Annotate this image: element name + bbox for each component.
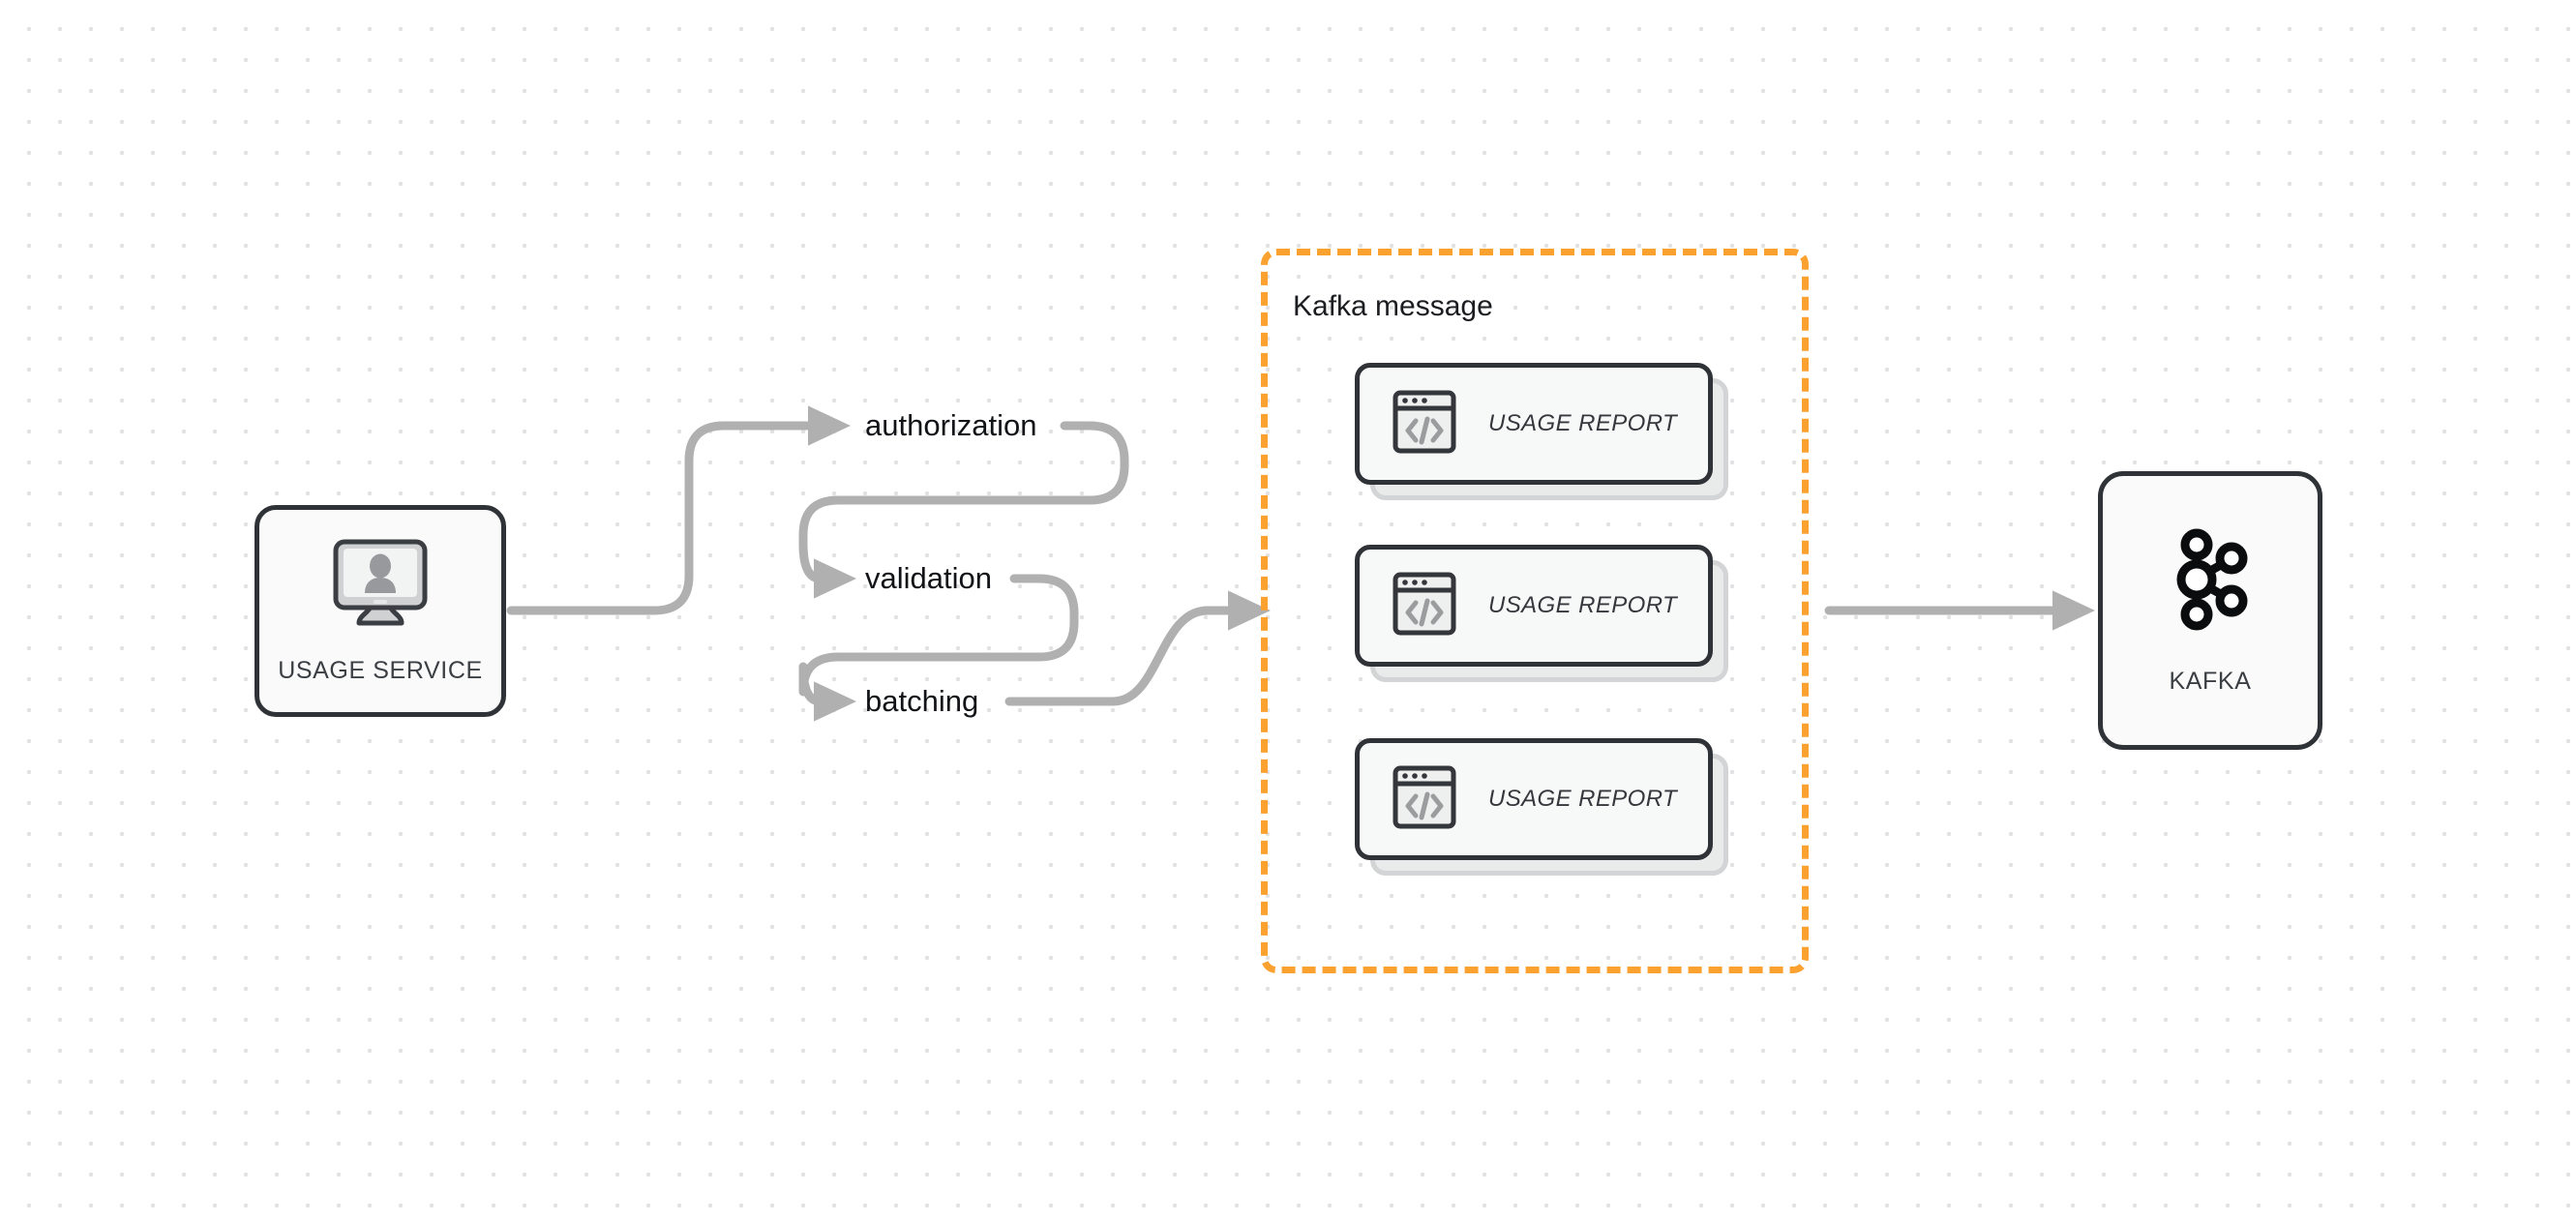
- usage-report-card[interactable]: USAGE REPORT: [1355, 545, 1728, 682]
- step-label-batching[interactable]: batching: [865, 684, 979, 718]
- code-window-icon: [1393, 765, 1456, 834]
- code-window-icon: [1393, 390, 1456, 459]
- node-kafka[interactable]: KAFKA: [2098, 471, 2322, 750]
- connector-validation-to-batching: [798, 574, 1079, 722]
- connector-usage-service-to-authorization: [506, 405, 851, 615]
- usage-report-card-label: USAGE REPORT: [1488, 592, 1678, 618]
- kafka-message-title: Kafka message: [1293, 290, 1493, 322]
- node-usage-service[interactable]: USAGE SERVICE: [255, 505, 506, 717]
- connector-authorization-to-validation: [798, 421, 1129, 599]
- usage-report-card-label: USAGE REPORT: [1488, 410, 1678, 436]
- kafka-logo-icon: [2162, 525, 2259, 639]
- card-front[interactable]: USAGE REPORT: [1355, 545, 1713, 667]
- step-label-validation[interactable]: validation: [865, 561, 992, 595]
- card-front[interactable]: USAGE REPORT: [1355, 738, 1713, 860]
- usage-report-card[interactable]: USAGE REPORT: [1355, 363, 1728, 500]
- usage-report-card[interactable]: USAGE REPORT: [1355, 738, 1728, 876]
- kafka-message-group[interactable]: [1261, 249, 1809, 973]
- connector-batching-to-kafka-message: [1004, 590, 1271, 706]
- card-front[interactable]: USAGE REPORT: [1355, 363, 1713, 485]
- usage-report-card-label: USAGE REPORT: [1488, 786, 1678, 812]
- node-kafka-label: KAFKA: [2169, 668, 2252, 695]
- step-label-authorization[interactable]: authorization: [865, 408, 1037, 442]
- code-window-icon: [1393, 572, 1456, 640]
- monitor-user-icon: [330, 538, 431, 636]
- node-usage-service-label: USAGE SERVICE: [278, 656, 483, 684]
